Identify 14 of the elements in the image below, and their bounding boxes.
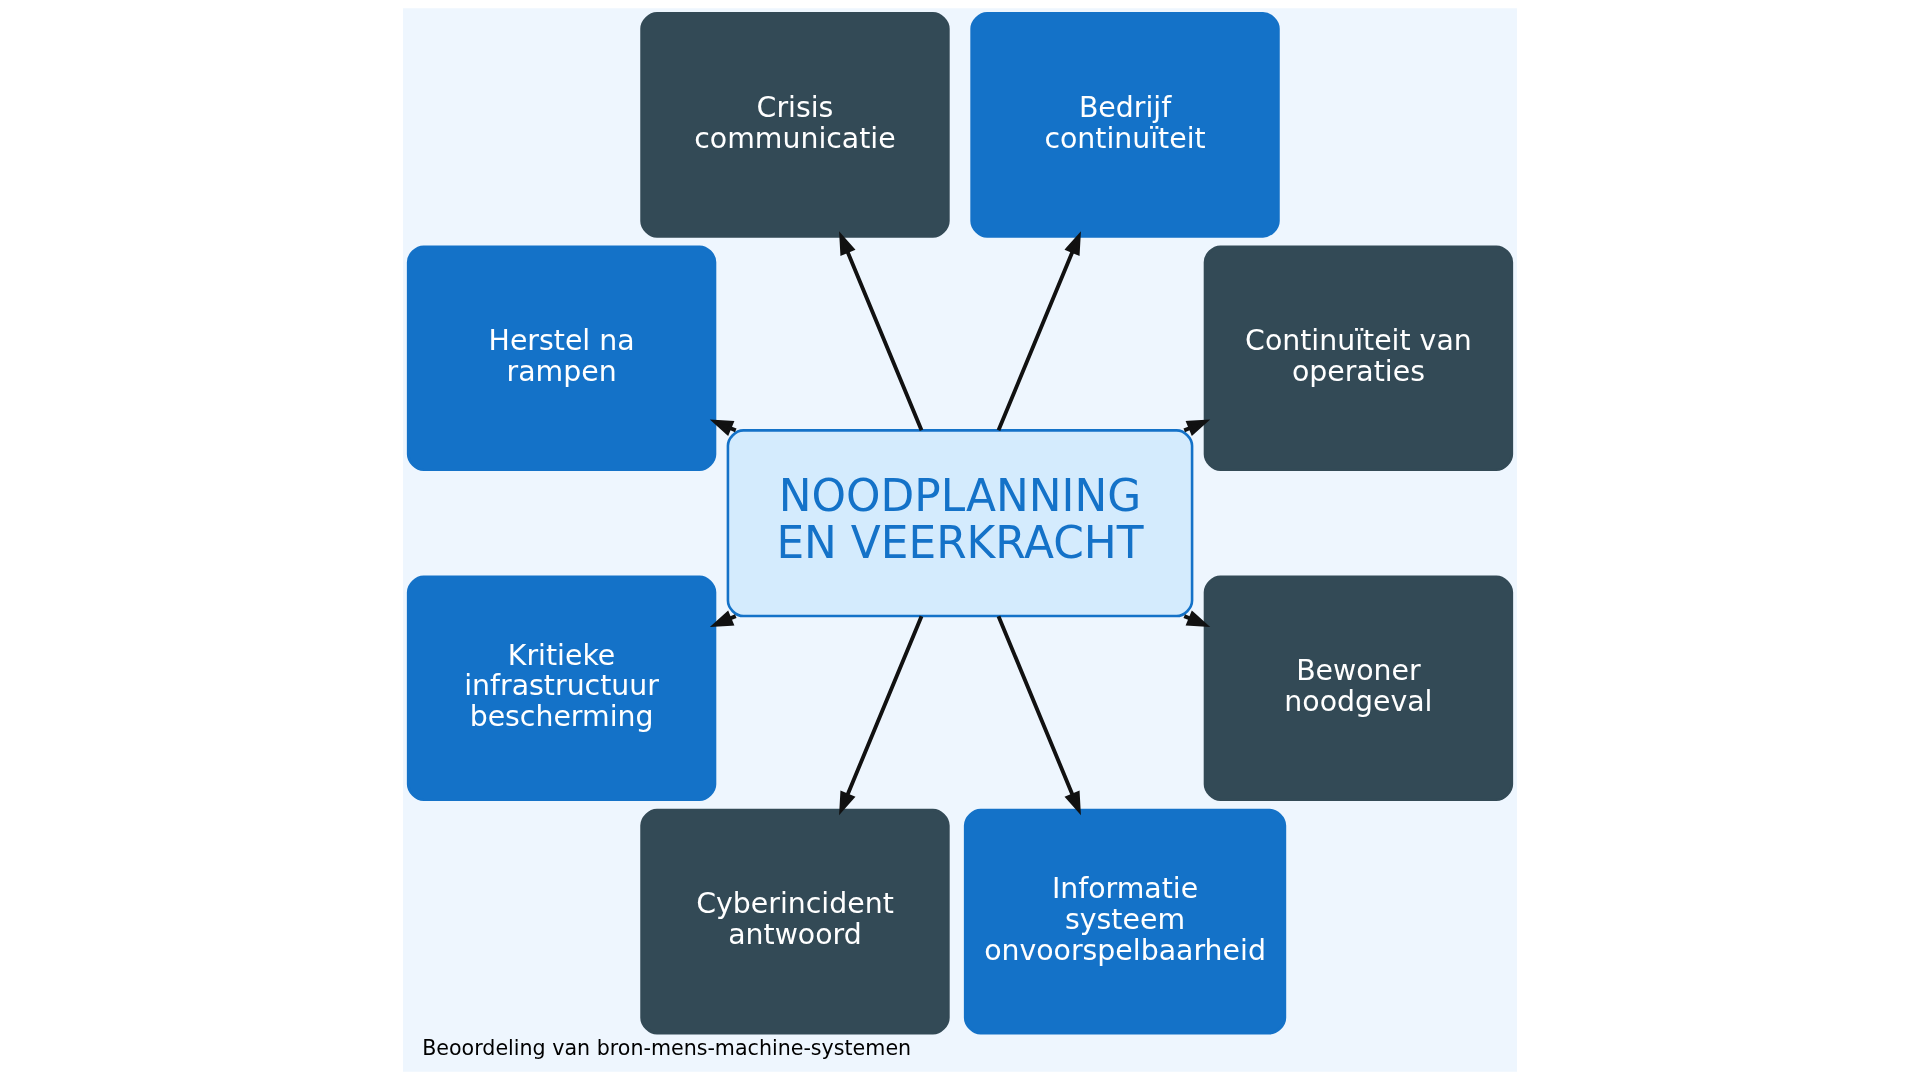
node-box: NOODPLANNING EN VEERKRACHT (726, 429, 1194, 618)
arrow (996, 231, 1081, 432)
node-box: Kritieke infrastructuur bescherming (406, 575, 717, 802)
node-box: Continuïteit van operaties (1203, 245, 1514, 472)
node-box: Informatie systeem onvoorspelbaarheid (963, 808, 1287, 1035)
node-box: Herstel na rampen (406, 245, 717, 472)
arrow (996, 615, 1081, 816)
node-box: Bedrijf continuïteit (970, 12, 1280, 238)
caption: Beoordeling van bron-mens-machine-systemen (422, 1035, 912, 1060)
arrow (839, 231, 924, 432)
node-box: Cyberincident antwoord (640, 808, 950, 1035)
node-box: Crisis communicatie (640, 12, 950, 238)
node-box: Bewoner noodgeval (1203, 575, 1514, 802)
arrow (839, 615, 924, 816)
